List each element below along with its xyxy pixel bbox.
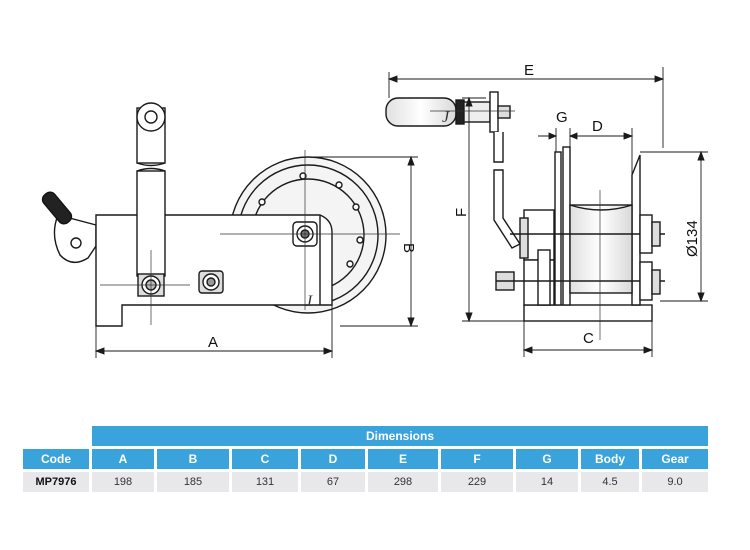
- crank-shaft-arm: [493, 132, 504, 163]
- table-title-row: Dimensions: [23, 426, 708, 446]
- table-row: MP7976 198 185 131 67 298 229 14 4.5 9.0: [23, 472, 708, 492]
- winch-front-view: J: [385, 91, 665, 322]
- cell-gear: 9.0: [642, 472, 708, 492]
- dimension-c-label: C: [583, 330, 594, 347]
- cell-code: MP7976: [23, 472, 89, 492]
- dimension-diameter-label: Ø134: [684, 220, 701, 257]
- dimension-e: [387, 67, 665, 148]
- base-plate: [523, 304, 653, 322]
- dimension-g-label: G: [556, 109, 568, 126]
- header-d: D: [301, 449, 365, 469]
- dimension-b-label: B: [400, 243, 417, 253]
- dimension-e-label: E: [524, 62, 534, 79]
- centre-lines: [100, 150, 400, 325]
- cell-b: 185: [157, 472, 229, 492]
- dimension-f-label: F: [453, 208, 470, 217]
- dimension-c: [522, 321, 654, 357]
- cell-c: 131: [232, 472, 298, 492]
- header-c: C: [232, 449, 298, 469]
- header-a: A: [92, 449, 154, 469]
- dimensions-table: Dimensions Code A B C D E F G Body Gear …: [20, 423, 711, 495]
- cell-a: 198: [92, 472, 154, 492]
- cell-e: 298: [368, 472, 438, 492]
- header-gear: Gear: [642, 449, 708, 469]
- dimension-d: [570, 128, 634, 175]
- table-title: Dimensions: [92, 426, 708, 446]
- header-b: B: [157, 449, 229, 469]
- dimension-g: [538, 128, 585, 152]
- svg-text:J: J: [305, 293, 313, 310]
- table-header-row: Code A B C D E F G Body Gear: [23, 449, 708, 469]
- winch-side-view: J: [41, 102, 387, 327]
- crank-arm: [136, 102, 166, 277]
- dimension-b: [308, 155, 418, 328]
- dimension-d-label: D: [592, 118, 603, 135]
- header-f: F: [441, 449, 513, 469]
- front-centre-lines: [430, 110, 601, 340]
- header-code: Code: [23, 449, 89, 469]
- header-body: Body: [581, 449, 639, 469]
- pawl-lever: [41, 191, 97, 263]
- dimension-diameter: [640, 150, 708, 303]
- bolt-right: [198, 270, 224, 294]
- drum-barrel: [569, 204, 633, 294]
- cell-g: 14: [516, 472, 578, 492]
- dimension-f: [462, 96, 524, 323]
- dimension-a-label: A: [208, 334, 218, 351]
- cell-d: 67: [301, 472, 365, 492]
- header-g: G: [516, 449, 578, 469]
- dimension-a: [94, 305, 334, 358]
- winch-technical-drawing: J A B J: [41, 62, 708, 358]
- cell-f: 229: [441, 472, 513, 492]
- header-e: E: [368, 449, 438, 469]
- svg-text:J: J: [442, 109, 450, 126]
- cell-body: 4.5: [581, 472, 639, 492]
- crank-handle: J: [385, 91, 511, 133]
